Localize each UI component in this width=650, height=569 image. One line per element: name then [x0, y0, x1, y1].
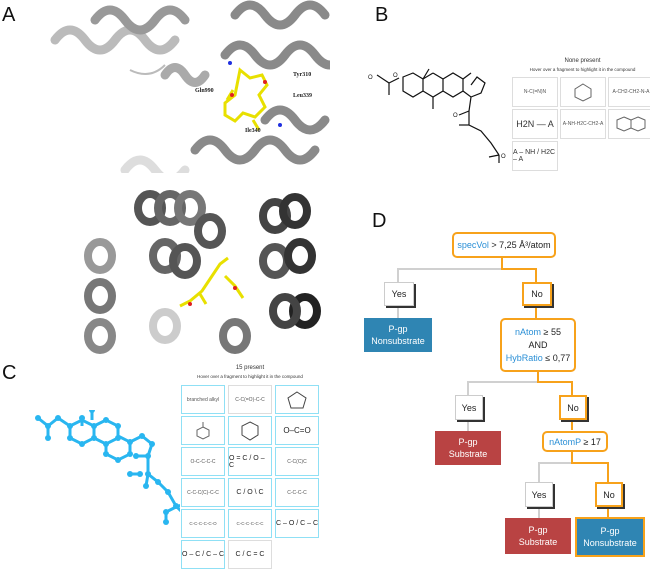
compound-structure-c-highlighted	[35, 410, 180, 525]
edge	[537, 370, 539, 382]
panel-c-label: C	[2, 362, 17, 384]
fragment-grid-b: N-C(=N)N A-CH2-CH2-N-A H2N — A A-NH-H2C-…	[512, 77, 650, 171]
protein-structure-top: Gln990 Tyr310 Leu339 Ile340	[35, 0, 330, 173]
fragment-cell[interactable]	[275, 385, 319, 414]
fragment-cell[interactable]: C – O / C – C	[275, 509, 319, 538]
edge	[571, 381, 573, 395]
edge	[571, 462, 608, 464]
fragment-hint: Hover over a fragment to highlight it in…	[529, 67, 636, 72]
fragment-count-header: None present	[564, 58, 601, 64]
edge	[467, 418, 469, 432]
edge	[607, 505, 609, 519]
edge	[535, 268, 537, 282]
protein-structure-bottom	[35, 176, 330, 356]
branch-no[interactable]: No	[522, 282, 552, 306]
edge	[607, 462, 609, 482]
fragment-hint: Hover over a fragment to highlight it in…	[197, 374, 303, 379]
fragment-cell[interactable]: N-C(=N)N	[512, 77, 558, 107]
fragment-cell[interactable]: C / C = C	[228, 540, 272, 569]
edge	[538, 505, 540, 519]
fragment-cell[interactable]: C / O \ C	[228, 478, 272, 507]
residue-label: Gln990	[195, 88, 214, 94]
fragment-cell[interactable]: O – C / C – C	[181, 540, 225, 569]
fragment-cell[interactable]: branched alkyl	[181, 385, 225, 414]
svg-text:O: O	[501, 154, 506, 160]
svg-text:O: O	[368, 75, 373, 81]
svg-text:O: O	[393, 73, 398, 79]
edge	[467, 381, 469, 395]
fragment-cell[interactable]: H2N — A	[512, 109, 558, 139]
residue-label: Tyr310	[293, 72, 312, 78]
fragment-cell[interactable]	[560, 77, 606, 107]
edge	[467, 381, 537, 383]
panel-a-label: A	[2, 4, 16, 26]
edge	[501, 257, 503, 269]
residue-label: Ile340	[245, 128, 261, 134]
edge	[397, 268, 501, 270]
edge	[501, 268, 536, 270]
fragment-cell[interactable]: C-C-C(C)-C-C	[181, 478, 225, 507]
compound-structure-b: O O O O	[368, 68, 506, 163]
fragment-cell[interactable]: O-C-C-C-C	[181, 447, 225, 476]
fragment-cell[interactable]: A-NH-H2C-CH2-A	[560, 109, 606, 139]
fragment-cell[interactable]	[228, 416, 272, 445]
fragment-cell[interactable]	[181, 416, 225, 445]
branch-no[interactable]: No	[595, 482, 623, 507]
fragment-cell[interactable]: O–C=O	[275, 416, 319, 445]
panel-d-label: D	[372, 210, 387, 232]
decision-node-natom-hybratio[interactable]: nAtom ≥ 55 AND HybRatio ≤ 0,77	[500, 318, 576, 372]
fragment-cell[interactable]: O = C / O – C	[228, 447, 272, 476]
fragment-cell[interactable]: C-C(C)C	[275, 447, 319, 476]
branch-yes[interactable]: Yes	[384, 282, 414, 306]
fragment-count-header: 15 present	[235, 365, 265, 371]
cyclohexane-fragment-icon	[241, 420, 259, 441]
fragment-cell[interactable]: A – NH / H2C – A	[512, 141, 558, 171]
edge	[538, 462, 540, 482]
decision-node-specvol[interactable]: specVol > 7,25 Å³/atom	[452, 232, 556, 258]
svg-text:O: O	[453, 113, 458, 119]
quinoline-fragment-icon	[616, 116, 646, 132]
cyclopentane-fragment-icon	[287, 390, 307, 408]
fragment-cell[interactable]: C-C(=O)-C-C	[228, 385, 272, 414]
branch-yes[interactable]: Yes	[525, 482, 553, 507]
edge	[535, 304, 537, 318]
edge	[571, 418, 573, 430]
panel-b-label: B	[375, 4, 389, 26]
residue-label: Leu339	[293, 93, 313, 99]
benzene-fragment-icon	[574, 83, 592, 102]
decision-node-natomp[interactable]: nAtomP ≥ 17	[542, 431, 608, 452]
branch-no[interactable]: No	[559, 395, 587, 420]
fragment-cell[interactable]: C-C-C-C-C-O	[181, 509, 225, 538]
fragment-grid-c: branched alkyl C-C(=O)-C-C O–C=O O-C-C-C…	[181, 385, 320, 569]
methylcyclohexane-fragment-icon	[196, 421, 210, 440]
fragment-cell[interactable]: A-CH2-CH2-N-A	[608, 77, 650, 107]
fragment-cell[interactable]: C-C-C-C-C-C	[228, 509, 272, 538]
protein-ribbon-top	[50, 0, 330, 173]
edge	[397, 304, 399, 318]
edge	[537, 381, 572, 383]
protein-ribbon-bottom	[84, 190, 321, 354]
ligand-yellow	[179, 256, 245, 308]
fragment-cell[interactable]: C-C-C-C	[275, 478, 319, 507]
edge	[538, 462, 571, 464]
branch-yes[interactable]: Yes	[455, 395, 483, 420]
edge	[397, 268, 399, 282]
edge	[571, 450, 573, 462]
feature-name: specVol	[457, 240, 489, 250]
fragment-cell[interactable]	[608, 109, 650, 139]
